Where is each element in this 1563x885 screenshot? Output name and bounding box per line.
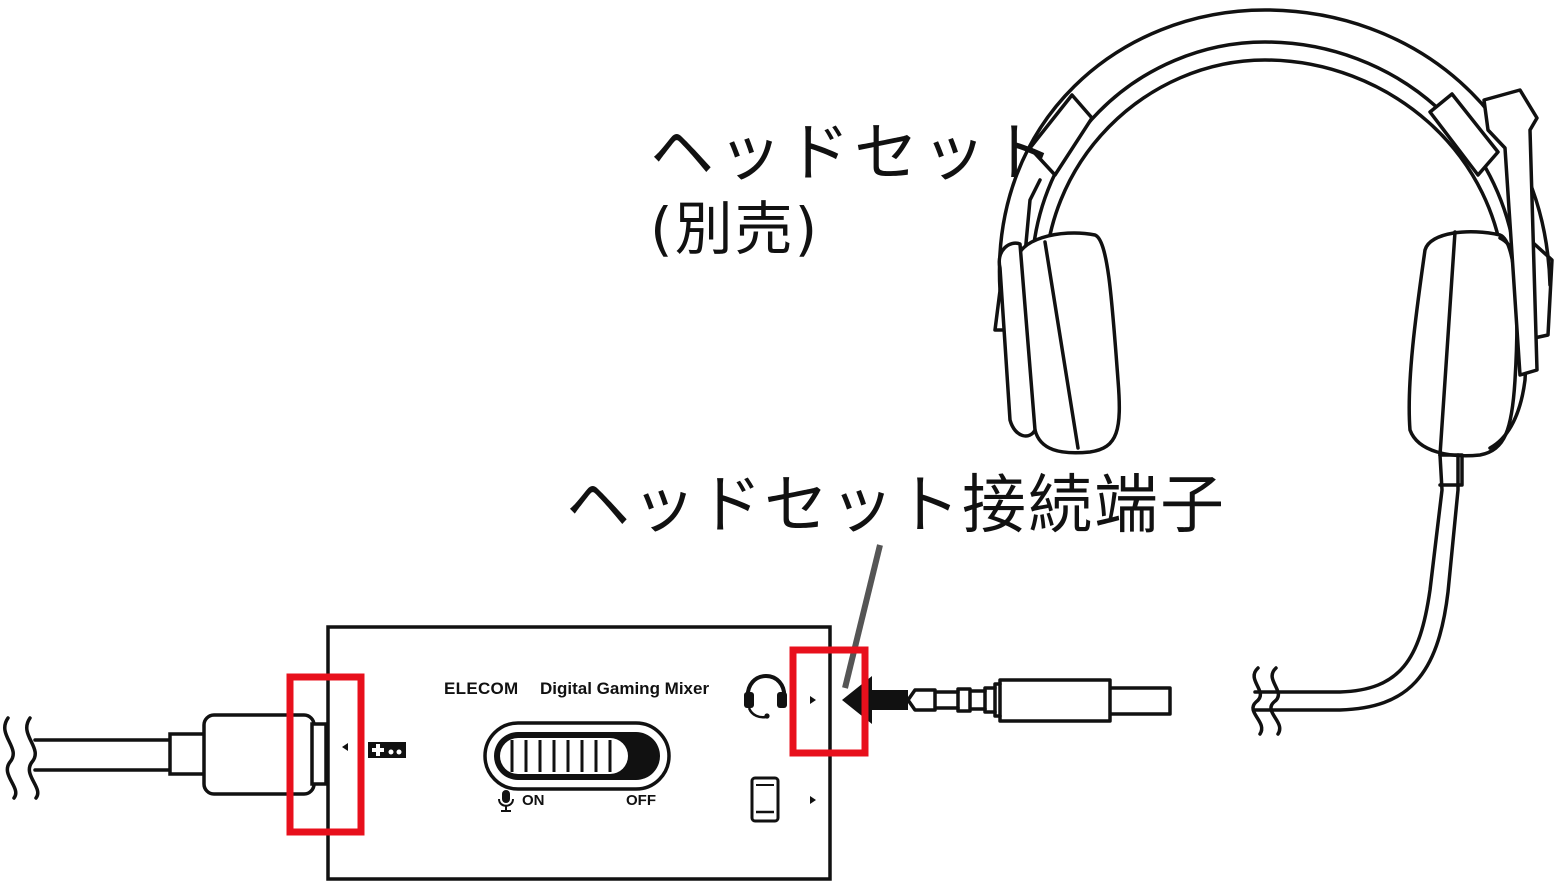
headset-port-indicator [810, 696, 816, 704]
usb-cable [3, 713, 328, 800]
insert-arrow [842, 676, 908, 724]
microphone-icon [498, 790, 514, 812]
game-port-indicator [342, 743, 348, 751]
controller-icon [368, 742, 406, 758]
headset-illustration [906, 8, 1554, 736]
headset-port-highlight [789, 646, 869, 757]
smartphone-icon [750, 776, 780, 823]
headset-subtitle: (別売) [650, 195, 820, 263]
headset-icon [744, 673, 787, 719]
mic-switch-off-label: OFF [626, 792, 656, 809]
mobile-port-indicator [810, 796, 816, 804]
product-name: Digital Gaming Mixer [540, 679, 710, 698]
mic-switch [483, 721, 671, 791]
leader-line [842, 544, 883, 689]
usb-port-highlight [286, 673, 365, 836]
mic-switch-on-label: ON [522, 792, 545, 809]
brand-logo: ELECOM [444, 679, 519, 698]
headset-title: ヘッドセット [650, 117, 1058, 191]
headset-port-label: ヘッドセット接続端子 [566, 469, 1226, 543]
